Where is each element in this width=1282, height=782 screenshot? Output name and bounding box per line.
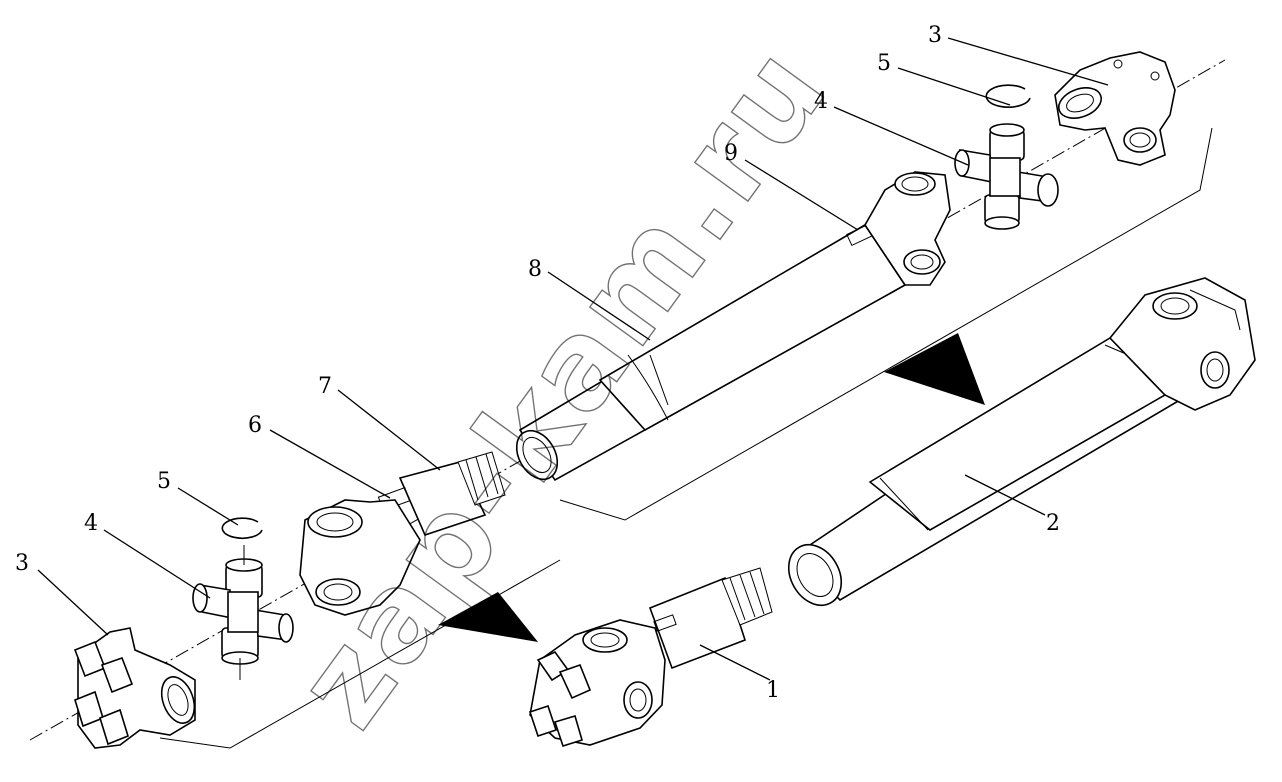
part-2-shaft-tube bbox=[787, 328, 1182, 606]
callout-4-left: 4 bbox=[84, 511, 98, 536]
part-4-cross-left bbox=[192, 545, 294, 680]
leader-line-4b bbox=[833, 106, 969, 166]
leader-line-2 bbox=[964, 474, 1046, 516]
leader-line-4a bbox=[103, 529, 211, 599]
watermark-text: zap-kam.ru bbox=[271, 21, 855, 752]
leader-line-5a bbox=[177, 487, 239, 526]
part-7-splined-stub bbox=[457, 451, 506, 506]
part-5-snap-ring-right bbox=[985, 84, 1031, 108]
callout-4-right: 4 bbox=[814, 89, 828, 114]
callout-5-right: 5 bbox=[877, 51, 891, 76]
callout-3-right: 3 bbox=[928, 23, 942, 48]
callout-6: 6 bbox=[248, 413, 262, 438]
part-7-yoke bbox=[299, 499, 421, 616]
callout-5-left: 5 bbox=[157, 469, 171, 494]
leader-line-3a bbox=[37, 569, 109, 636]
leader-line-3b bbox=[947, 37, 1109, 86]
callout-9: 9 bbox=[724, 141, 738, 166]
callout-8: 8 bbox=[528, 257, 542, 282]
part-8-main-tube bbox=[515, 221, 907, 482]
part-3-flange-yoke-left bbox=[73, 627, 196, 749]
part-9-tube-yoke bbox=[864, 171, 951, 286]
part-5-snap-ring-left bbox=[221, 517, 263, 539]
callout-3-left: 3 bbox=[15, 551, 29, 576]
leader-line-9 bbox=[744, 159, 859, 231]
callout-1: 1 bbox=[766, 678, 780, 703]
part-4-cross-right bbox=[954, 123, 1059, 230]
callout-2: 2 bbox=[1046, 511, 1060, 536]
leader-line-8 bbox=[547, 271, 651, 341]
bracket-line-upper bbox=[559, 127, 1213, 521]
leader-line-6 bbox=[269, 429, 391, 499]
leader-line-1 bbox=[699, 644, 771, 681]
assembly-arrow-lower bbox=[438, 592, 538, 642]
assembly-arrow-upper bbox=[884, 333, 985, 405]
part-3-flange-yoke-right bbox=[1054, 51, 1176, 166]
part-1-yoke bbox=[528, 619, 666, 747]
leader-line-5b bbox=[897, 67, 1011, 106]
part-2-end-yoke bbox=[1108, 277, 1256, 411]
leader-line-7 bbox=[337, 389, 441, 471]
callout-7: 7 bbox=[318, 374, 332, 399]
part-1-slip-shaft bbox=[648, 567, 773, 670]
